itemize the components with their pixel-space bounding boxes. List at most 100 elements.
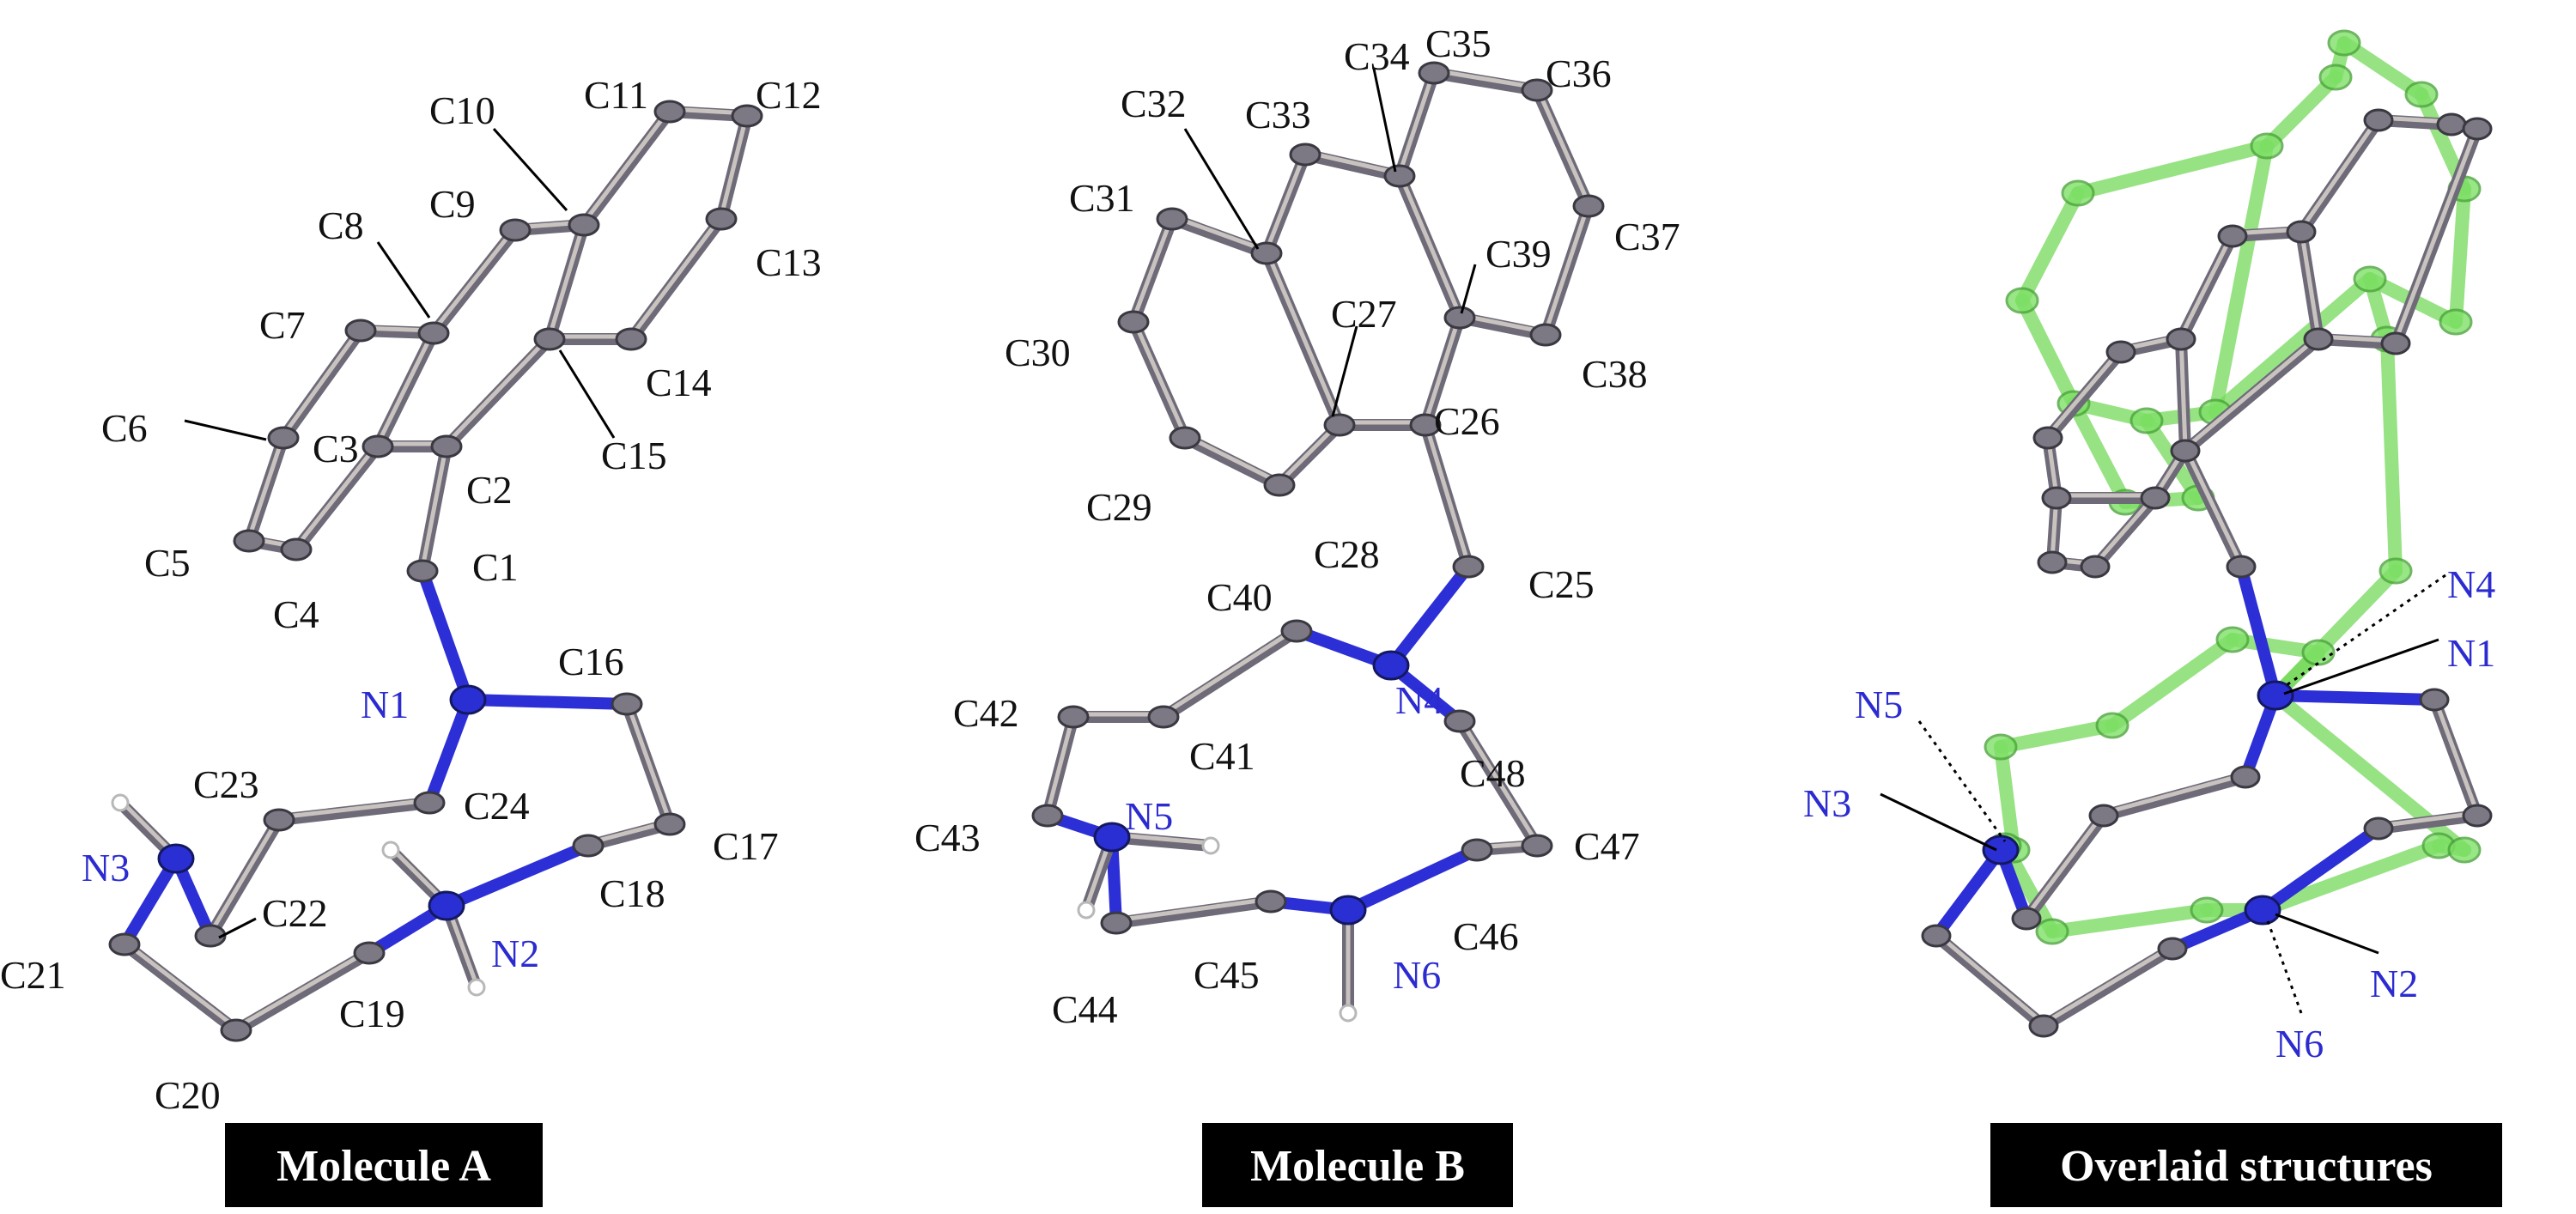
atom-label-C39: C39	[1485, 232, 1552, 276]
hydrogen-atom	[467, 978, 486, 997]
overlay-bond-g4-g5	[2140, 414, 2205, 505]
atom-c18	[2363, 816, 2394, 841]
overlay-bond-g19-g20	[1994, 740, 2020, 857]
atom-C18	[572, 834, 605, 858]
bond-C23-C24-highlight	[276, 798, 432, 820]
atom-C20	[220, 1018, 252, 1042]
bond-C16-C17-highlight	[624, 699, 672, 824]
atom-label-C38: C38	[1582, 352, 1648, 396]
leader-line-N6	[2265, 918, 2303, 1014]
bond-c19-c20	[2038, 943, 2178, 1032]
atom-C4	[280, 537, 313, 561]
atom-C40	[1280, 619, 1313, 643]
bond-C39-C34-highlight	[1397, 171, 1462, 318]
bond-a8-a9-highlight	[2178, 231, 2235, 339]
atom-C7	[344, 319, 377, 343]
atom-label-C3: C3	[313, 427, 359, 470]
leader-line-C10	[492, 127, 568, 212]
atom-a13	[2462, 117, 2493, 141]
atom-C1	[406, 559, 439, 583]
overlay-atom-g22	[2190, 896, 2224, 924]
atom-C15	[533, 327, 566, 351]
leader-line-C39	[1460, 264, 1477, 314]
overlay-bond-g9-g10	[2337, 36, 2428, 101]
bond-c16-c17-highlight	[2432, 695, 2480, 816]
atom-C32	[1250, 241, 1283, 265]
overlay-bond-g25-g7	[2208, 139, 2274, 419]
atom-label-C17: C17	[713, 824, 779, 868]
bond-C8-C3-highlight	[375, 328, 436, 446]
atom-C48	[1443, 709, 1476, 733]
atom-C42	[1057, 705, 1090, 729]
atom-label-C19: C19	[339, 992, 405, 1035]
atom-N2	[428, 890, 465, 921]
atom-label-C43: C43	[914, 816, 981, 859]
atom-N4	[1372, 650, 1410, 681]
atom-C38	[1529, 323, 1562, 347]
atom-label-C20: C20	[155, 1073, 221, 1117]
leader-line-C15	[558, 349, 616, 439]
atom-C33	[1289, 143, 1321, 167]
bond-C20-C21-highlight	[122, 939, 239, 1030]
atom-a9	[2217, 224, 2248, 248]
overlay-bond-g2-g3	[2015, 294, 2081, 410]
bond-C31-C32	[1166, 213, 1273, 259]
overlay-bond-g7-g8	[2260, 70, 2342, 153]
atom-label-C4: C4	[273, 592, 319, 636]
bond-C19-C20-highlight	[234, 948, 372, 1030]
bond-N6-C46	[1342, 844, 1483, 916]
atom-label-C21: C21	[0, 953, 66, 997]
bond-C6-C7-highlight	[281, 325, 363, 438]
atom-label-C34: C34	[1344, 34, 1410, 78]
atom-label-C24: C24	[464, 784, 530, 828]
atom-a14	[2380, 331, 2411, 355]
atom-C8	[417, 321, 450, 345]
overlay-atom-g15	[2379, 557, 2413, 585]
overlay-bond-g6-g3	[2067, 397, 2132, 509]
atom-a15	[2303, 327, 2334, 351]
atom-c24	[2230, 765, 2261, 789]
overlay-atom-g8	[2318, 64, 2353, 91]
atom-label-N1: N1	[361, 683, 409, 726]
atom-label-C11: C11	[584, 73, 648, 117]
atom-N5	[1093, 822, 1131, 853]
bond-c20-c21-highlight	[1934, 931, 2046, 1026]
hydrogen-atom	[111, 793, 130, 812]
bond-c22-c23-highlight	[2024, 810, 2106, 919]
bond-N1-c16	[2269, 689, 2440, 706]
overlay-atom-g24	[2447, 836, 2482, 864]
atom-label-N5: N5	[1855, 683, 1903, 726]
leader-line-N3	[1880, 792, 1997, 852]
atom-label-N4: N4	[1395, 678, 1443, 722]
atom-label-C1: C1	[472, 545, 519, 589]
bond-c21-N3	[1930, 844, 2007, 942]
bond-C28-C29	[1179, 432, 1285, 491]
atom-C30	[1117, 310, 1150, 334]
overlay-bond-g21-g22	[2045, 903, 2214, 938]
atom-C5	[233, 529, 265, 553]
leader-line-N5	[1917, 720, 2007, 842]
atom-label-C15: C15	[601, 434, 667, 477]
bond-C35-C36-highlight	[1431, 68, 1540, 90]
atom-a3	[2041, 486, 2072, 510]
atom-label-C29: C29	[1086, 485, 1152, 529]
overlay-atom-g1	[2061, 179, 2095, 207]
bond-C40-C41	[1157, 625, 1303, 723]
atom-C17	[653, 812, 686, 836]
atom-N1	[449, 684, 487, 715]
atom-label-C26: C26	[1434, 399, 1500, 443]
overlay-atom-g9	[2327, 29, 2361, 57]
overlay-atom-g2	[2005, 287, 2039, 314]
atom-label-N3: N3	[1803, 781, 1851, 825]
atom-label-N6: N6	[1393, 953, 1441, 997]
atom-label-C14: C14	[646, 361, 712, 404]
overlay-atom-g4	[2129, 407, 2164, 434]
bond-C44-C45	[1110, 895, 1277, 929]
bond-C32-C27-highlight	[1264, 248, 1342, 425]
bond-C5-C6-highlight	[246, 433, 286, 541]
atom-label-C13: C13	[756, 240, 822, 284]
atom-a7	[2105, 340, 2136, 364]
atom-label-C35: C35	[1425, 21, 1492, 65]
atom-label-C32: C32	[1121, 82, 1187, 125]
